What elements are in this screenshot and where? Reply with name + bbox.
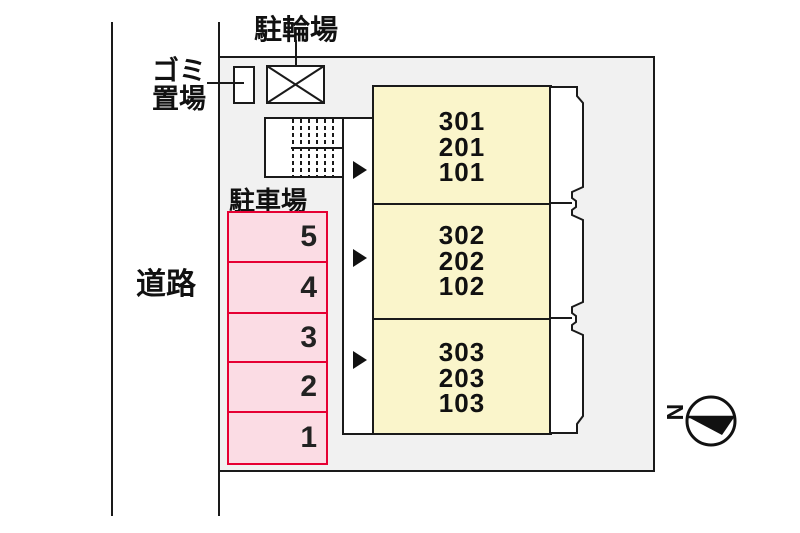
garbage-area-label: ゴミ 置場 (148, 57, 210, 113)
garbage-label-line1: ゴミ (152, 56, 206, 86)
unit-number: 301 (438, 106, 486, 136)
parking-space-3: 3 (229, 314, 326, 363)
compass-north-label: N (662, 403, 688, 421)
unit-stack-3: 303 203 103 (372, 337, 552, 418)
staircase (264, 117, 344, 178)
unit-number: 303 (438, 337, 486, 367)
parking-space-number: 3 (300, 320, 317, 354)
parking-space-2: 2 (229, 363, 326, 413)
parking-space-number: 1 (300, 421, 317, 454)
unit-stack-2: 302 202 102 (372, 220, 552, 301)
parking-space-number: 2 (300, 370, 317, 403)
entrance-arrow-icon (353, 249, 367, 267)
garbage-pointer-line (207, 82, 244, 84)
unit-number: 101 (438, 157, 486, 187)
building-outline (372, 85, 552, 435)
entrance-arrow-icon (353, 161, 367, 179)
bicycle-pointer-line (295, 40, 297, 67)
unit-number: 102 (438, 271, 486, 301)
unit-number: 103 (438, 388, 486, 418)
unit-number: 203 (438, 362, 486, 393)
unit-stack-1: 301 201 101 (372, 106, 552, 187)
building-divider-1 (374, 203, 550, 205)
parking-space-1: 1 (229, 413, 326, 463)
unit-number: 201 (438, 131, 486, 162)
bicycle-parking-label: 駐輪場 (253, 14, 338, 45)
garbage-area-box (233, 66, 255, 104)
road-label: 道路 (136, 268, 196, 301)
bicycle-parking-box (266, 65, 325, 104)
garbage-label-line2: 置場 (152, 84, 206, 114)
balcony-strip (549, 86, 584, 434)
parking-space-number: 4 (300, 270, 317, 304)
building-divider-2 (374, 318, 550, 320)
entrance-arrow-icon (353, 351, 367, 369)
parking-space-5: 5 (229, 213, 326, 263)
unit-number: 202 (438, 245, 486, 276)
bicycle-box-x-icon (266, 65, 325, 104)
parking-space-4: 4 (229, 263, 326, 314)
parking-lot: 5 4 3 2 1 (227, 211, 328, 465)
road-edge-line-left (111, 22, 113, 516)
parking-space-number: 5 (300, 220, 317, 253)
stair-treads-icon (291, 119, 342, 176)
unit-number: 302 (438, 220, 486, 250)
north-compass-icon (685, 395, 737, 447)
